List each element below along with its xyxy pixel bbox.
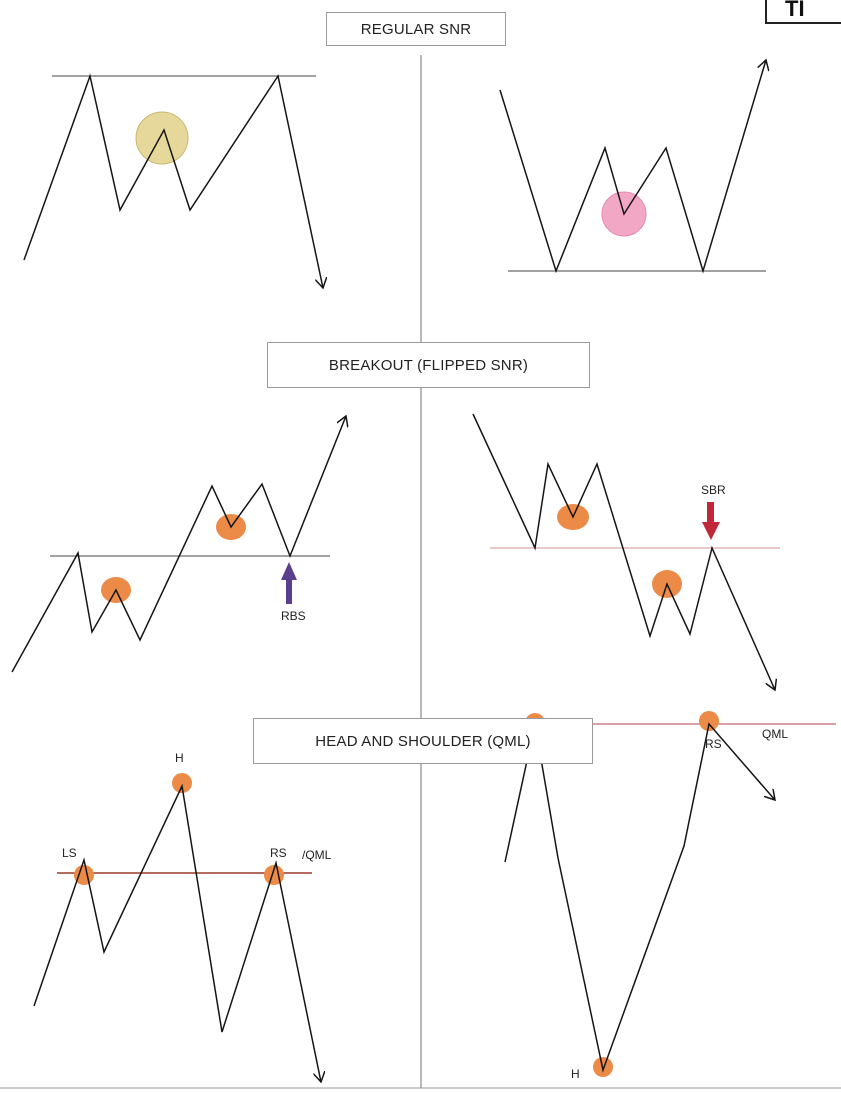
price-zigzag (499, 60, 766, 274)
sbr-arrow-icon (702, 502, 720, 540)
orange-marker (699, 711, 719, 731)
title-breakout: BREAKOUT (FLIPPED SNR) (267, 342, 590, 388)
price-zigzag (504, 722, 775, 1073)
title-text: REGULAR SNR (360, 20, 472, 38)
rs-label: RS (270, 846, 287, 860)
breakout-bearish-panel: SBR (472, 413, 780, 690)
title-head-and-shoulder: HEAD AND SHOULDER (QML) (253, 718, 593, 764)
regular-snr-resistance-panel (23, 73, 323, 288)
price-zigzag (33, 783, 321, 1082)
corner-text: TI (785, 0, 805, 21)
sbr-label: SBR (701, 483, 726, 497)
h-label: H (175, 751, 184, 765)
orange-marker (172, 773, 192, 793)
qml-label: /QML (302, 848, 332, 862)
breakout-bullish-panel: RBS (11, 416, 346, 673)
title-text: HEAD AND SHOULDER (QML) (315, 732, 531, 750)
ls-label: LS (62, 846, 77, 860)
title-text: BREAKOUT (FLIPPED SNR) (328, 356, 529, 374)
yellow-marker (135, 111, 189, 165)
rbs-label: RBS (281, 609, 306, 623)
qml-label: QML (762, 727, 788, 741)
hs-bearish-panel: LS H RS /QML (33, 751, 332, 1082)
price-zigzag (472, 413, 775, 690)
price-zigzag (11, 416, 346, 673)
regular-snr-support-panel (499, 60, 766, 274)
corner-label: TI (765, 0, 841, 24)
rs-label: RS (705, 737, 722, 751)
hs-bullish-panel: LS H RS QML (500, 711, 836, 1081)
rbs-arrow-icon (281, 562, 297, 604)
h-label: H (571, 1067, 580, 1081)
title-regular-snr: REGULAR SNR (326, 12, 506, 46)
price-zigzag (23, 73, 323, 288)
